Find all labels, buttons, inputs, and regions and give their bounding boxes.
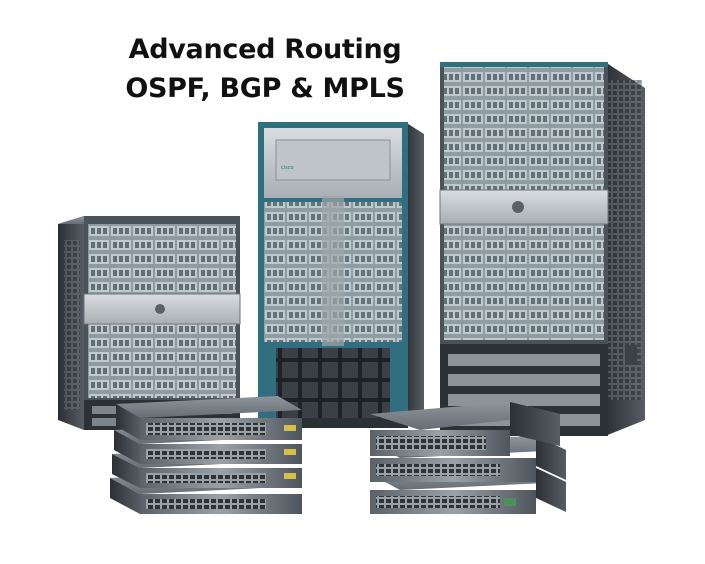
left-chassis (58, 216, 241, 430)
headline: Advanced Routing OSPF, BGP & MPLS (110, 30, 420, 108)
right-switch-stack (370, 402, 566, 514)
right-chassis (439, 62, 645, 436)
center-chassis: cisco (258, 122, 424, 428)
headline-line-1: Advanced Routing (128, 34, 402, 65)
cisco-logo: cisco (281, 165, 294, 171)
left-switch-stack (110, 396, 302, 514)
headline-line-2: OSPF, BGP & MPLS (125, 73, 405, 104)
